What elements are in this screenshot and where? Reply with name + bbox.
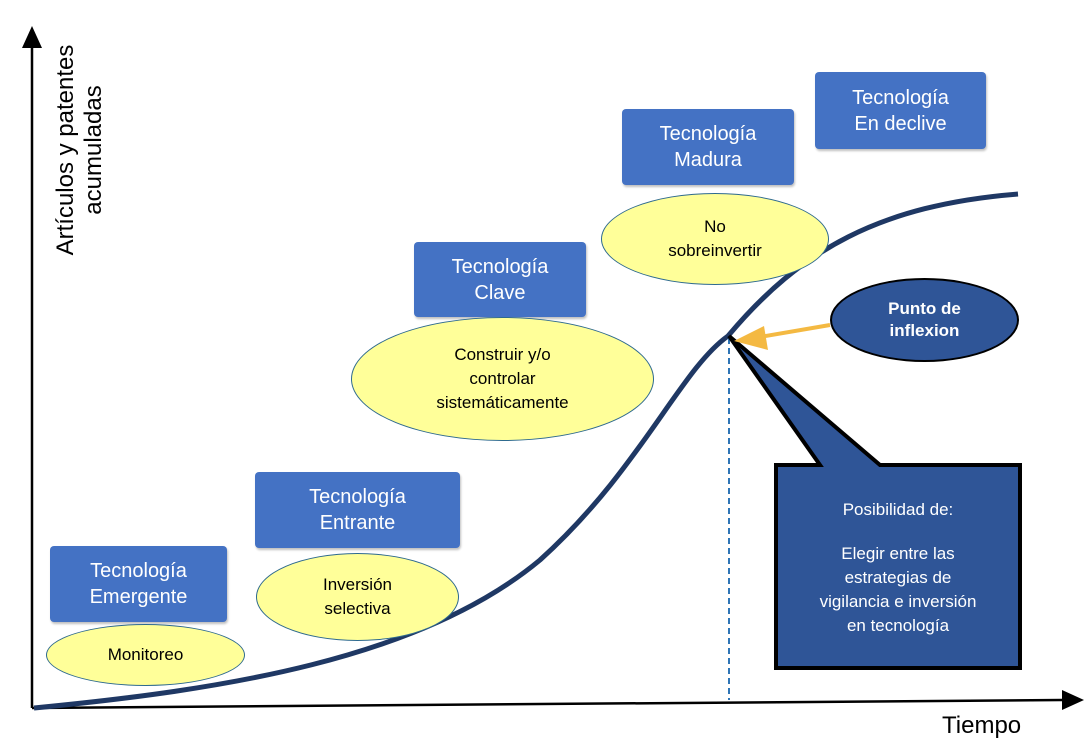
action-oval-construir: Construir y/o controlar sistemáticamente: [351, 317, 654, 441]
callout-body-line: vigilancia e inversión: [819, 592, 977, 611]
action-line: selectiva: [324, 599, 391, 618]
stage-box-clave: Tecnología Clave: [414, 242, 586, 317]
action-line: Construir y/o: [454, 345, 551, 364]
action-oval-inversion-selectiva: Inversión selectiva: [256, 553, 459, 641]
x-axis-label: Tiempo: [942, 712, 1022, 739]
callout-body-line: en tecnología: [846, 616, 950, 635]
stage-line2: Madura: [674, 149, 742, 171]
stage-line2: Clave: [474, 281, 526, 304]
stage-line2: En declive: [854, 112, 947, 135]
action-line: Monitoreo: [107, 645, 184, 664]
stage-line2: Emergente: [89, 586, 188, 608]
inflection-line1: Punto de: [888, 299, 961, 318]
inflection-line2: inflexion: [889, 321, 960, 340]
stage-line1: Tecnología: [90, 560, 187, 582]
stage-line1: Tecnología: [852, 86, 949, 109]
y-axis-label-line2: acumuladas: [80, 85, 107, 215]
inflection-point-oval: Punto de inflexion: [830, 278, 1019, 362]
stage-box-emergente: Tecnología Emergente: [50, 546, 227, 622]
action-oval-no-sobreinvertir: No sobreinvertir: [601, 193, 829, 285]
y-axis-arrowhead: [22, 26, 42, 48]
y-axis-label-line1: Artículos y patentes: [52, 44, 79, 256]
stage-line1: Tecnología: [659, 123, 757, 145]
callout-heading: Posibilidad de:: [842, 500, 954, 519]
stage-line1: Tecnología: [309, 486, 406, 508]
stage-box-madura: Tecnología Madura: [622, 109, 794, 185]
action-line: No: [704, 217, 726, 236]
stage-box-entrante: Tecnología Entrante: [255, 472, 460, 548]
stage-box-declive: Tecnología En declive: [815, 72, 986, 149]
action-line: Inversión: [323, 575, 392, 594]
action-line: sobreinvertir: [668, 241, 762, 260]
callout-text: Posibilidad de: Elegir entre las estrate…: [780, 498, 1016, 638]
inflection-arrow-head: [734, 326, 768, 350]
callout-body-line: Elegir entre las: [841, 544, 955, 563]
action-line: controlar: [469, 369, 536, 388]
y-axis-label: Artículos y patentes acumuladas: [52, 30, 118, 270]
callout-shape: [727, 334, 1022, 670]
x-axis: [31, 698, 1063, 710]
action-line: sistemáticamente: [436, 393, 569, 412]
inflection-arrow-shaft: [759, 323, 831, 339]
s-curve: [33, 191, 1019, 711]
x-axis-arrowhead: [1062, 690, 1084, 710]
callout-body-line: estrategias de: [844, 568, 952, 587]
action-oval-monitoreo: Monitoreo: [46, 624, 245, 686]
stage-line1: Tecnología: [451, 255, 549, 278]
stage-line2: Entrante: [319, 512, 396, 534]
